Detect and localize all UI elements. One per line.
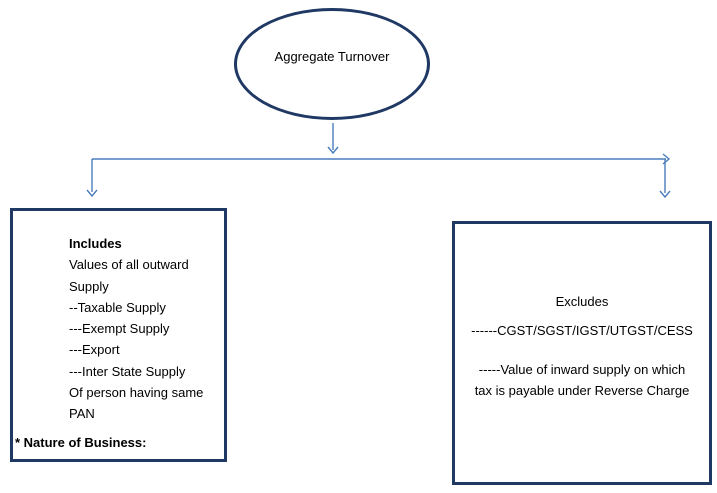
includes-line: ---Inter State Supply — [69, 363, 186, 379]
includes-line: Of person having same — [69, 385, 204, 401]
includes-line: Values of all outward — [69, 257, 189, 273]
includes-box: Includes Values of all outward Supply --… — [10, 208, 227, 462]
arrowhead-down-right-icon — [659, 190, 671, 199]
excludes-cgst-line: ------CGST/SGST/IGST/UTGST/CESS — [471, 323, 693, 339]
excludes-inward-line1: -----Value of inward supply on which — [478, 361, 686, 377]
excludes-inward-line2: tax is payable under Reverse Charge — [474, 382, 690, 398]
includes-line: ---Exempt Supply — [69, 321, 170, 337]
excludes-box: Excludes ------CGST/SGST/IGST/UTGST/CESS… — [452, 221, 712, 485]
excludes-heading: Excludes — [555, 294, 609, 309]
arrowhead-down-left-icon — [86, 189, 98, 198]
includes-line: ---Export — [69, 342, 120, 358]
aggregate-turnover-node: Aggregate Turnover — [234, 8, 430, 120]
aggregate-turnover-label: Aggregate Turnover — [274, 48, 390, 64]
nature-of-business-label: * Nature of Business: — [15, 434, 147, 450]
arrowhead-down-center-icon — [327, 146, 339, 155]
includes-heading: Includes — [69, 236, 122, 251]
includes-line: Supply — [69, 278, 109, 294]
includes-line: PAN — [69, 406, 95, 422]
arrowhead-right-icon — [662, 153, 671, 165]
includes-line: --Taxable Supply — [69, 299, 166, 315]
excludes-inward-supply-paragraph: -----Value of inward supply on which tax… — [455, 359, 709, 402]
includes-text-block: Includes Values of all outward Supply --… — [69, 233, 224, 425]
